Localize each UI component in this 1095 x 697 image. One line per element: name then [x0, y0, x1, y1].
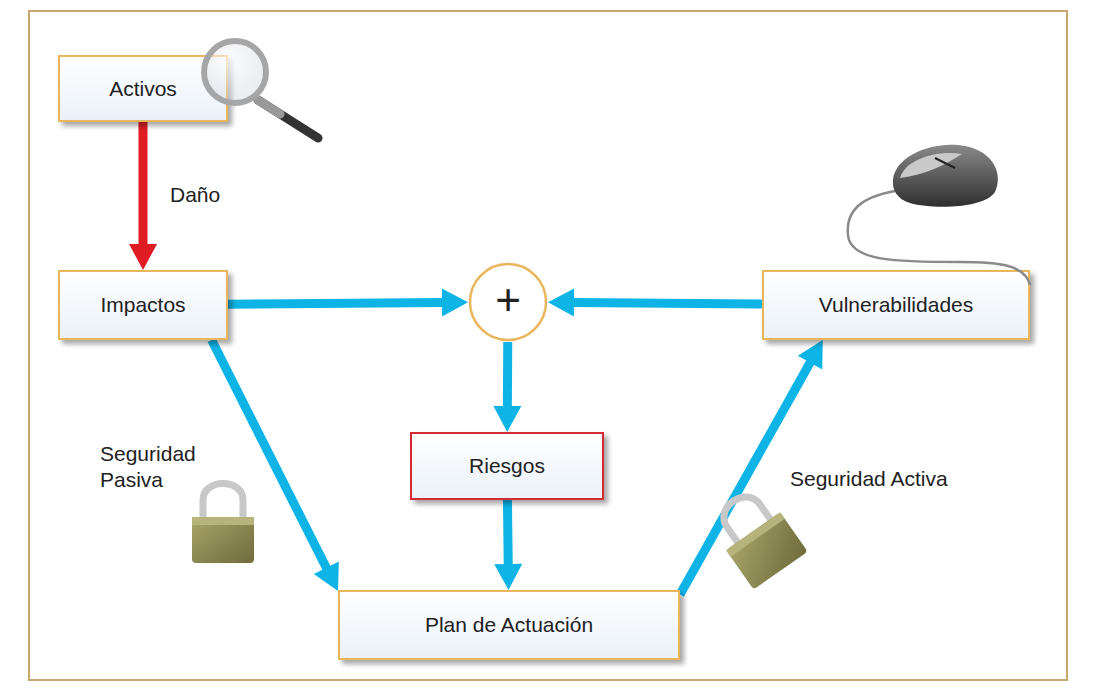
flow-arrow [129, 122, 157, 270]
process-box: Vulnerabilidades [762, 270, 1030, 340]
arrow-shaft [228, 303, 444, 305]
process-box: Activos [58, 55, 228, 122]
node-label: Plan de Actuación [425, 613, 593, 637]
arrow-head [442, 289, 468, 317]
node-label: Activos [109, 77, 177, 101]
arrow-head [129, 244, 157, 270]
process-box: Plan de Actuación [338, 590, 680, 660]
node-label: Vulnerabilidades [819, 293, 974, 317]
arrow-head [548, 289, 574, 317]
node-label: Impactos [100, 293, 185, 317]
sum-circle: + [468, 262, 548, 342]
arrow-shaft [139, 122, 148, 246]
node-label: + [495, 278, 521, 322]
arrow-head [494, 564, 522, 590]
edge-label: Seguridad Activa [790, 466, 990, 492]
process-box: Impactos [58, 270, 228, 340]
edge-label: Seguridad Pasiva [100, 441, 225, 493]
mouse-icon [848, 145, 1030, 285]
padlock-icon [705, 483, 807, 590]
node-label: Riesgos [469, 454, 545, 478]
edge-label: Daño [170, 182, 250, 208]
arrow-head [798, 340, 823, 370]
arrow-head [314, 562, 339, 592]
flow-arrow [548, 289, 762, 317]
padlock-icon [192, 484, 254, 564]
arrow-shaft [503, 342, 512, 408]
arrow-shaft [503, 500, 513, 566]
arrow-shaft [212, 340, 328, 570]
flow-arrow [228, 289, 468, 317]
arrow-head [493, 406, 521, 432]
flow-arrow [212, 340, 339, 591]
process-box: Riesgos [410, 432, 604, 500]
flow-arrow [493, 342, 521, 432]
magnifier-icon [204, 41, 318, 138]
arrow-shaft [572, 302, 762, 303]
flow-arrow [494, 500, 522, 590]
